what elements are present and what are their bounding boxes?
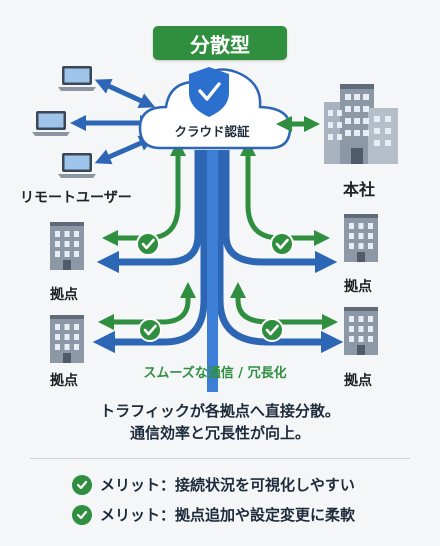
branch-label-2: 拠点 — [344, 279, 372, 295]
note-line-2: 通信効率と冗長性が向上。 — [129, 424, 310, 442]
branch-label-3: 拠点 — [50, 373, 78, 389]
branch-building-icon-4 — [344, 307, 378, 355]
branch-label-1: 拠点 — [50, 287, 78, 303]
branch-label-4: 拠点 — [344, 373, 372, 389]
divider — [30, 458, 410, 459]
check-icon-1 — [135, 231, 161, 257]
merit-item-1: メリット：接続状況を可視化しやすい — [72, 474, 355, 495]
laptop-icon-3 — [58, 153, 96, 178]
branch-building-icon-1 — [50, 222, 84, 270]
check-icon-2 — [269, 231, 295, 257]
check-icon-3 — [137, 317, 163, 343]
check-circle-icon — [72, 474, 92, 495]
note-line-1: トラフィックが各拠点へ直接分散。 — [100, 402, 340, 420]
cloud-label: クラウド認証 — [174, 124, 250, 139]
check-circle-icon — [72, 504, 92, 525]
laptop-icon-1 — [58, 66, 96, 91]
merit-item-2: メリット：拠点追加や設定変更に柔軟 — [72, 504, 355, 525]
backbone-pipe — [92, 150, 344, 392]
page-title: 分散型 — [153, 26, 287, 60]
hq-label: 本社 — [343, 180, 376, 199]
flow-label: スムーズな通信 / 冗長化 — [143, 365, 286, 381]
laptop-icon-2 — [32, 111, 70, 136]
branch-building-icon-3 — [50, 315, 84, 363]
remote-users-label: リモートユーザー — [20, 190, 132, 206]
merit-text: メリット：拠点追加や設定変更に柔軟 — [100, 506, 356, 524]
branch-building-icon-2 — [344, 214, 378, 262]
check-icon-4 — [259, 317, 285, 343]
shield-check-icon — [189, 67, 229, 117]
hq-building-icon — [324, 84, 398, 164]
merit-text: メリット：接続状況を可視化しやすい — [100, 476, 355, 494]
remote-user-arrows — [69, 79, 157, 165]
